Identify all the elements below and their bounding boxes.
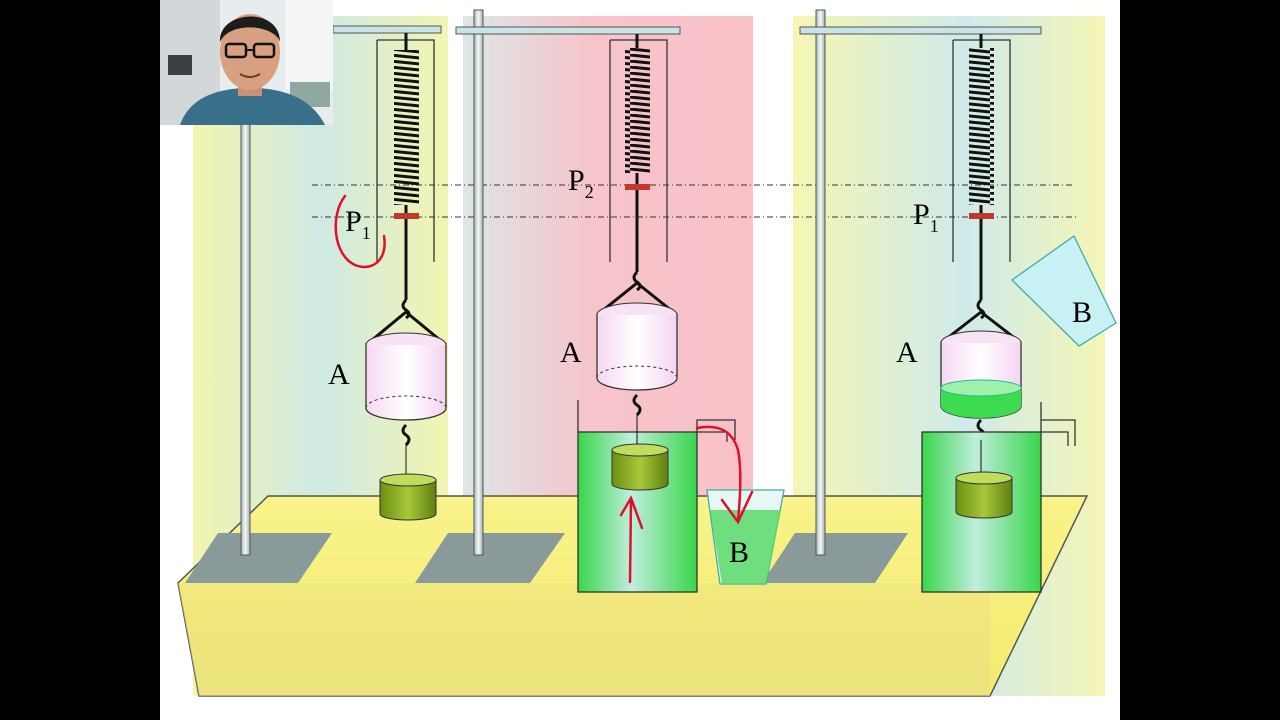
archimedes-experiment-diagram: A P1 B A P2 [177, 9, 1117, 697]
cup-a-label-3: A [896, 336, 918, 369]
cup-a-label-1: A [328, 358, 350, 391]
base-table-front [178, 583, 990, 696]
stand-arm-1 [332, 25, 442, 34]
spring-housing-2 [609, 39, 668, 262]
beaker-b-label-3: B [1072, 296, 1092, 329]
annotation-arrow-overflow [695, 425, 754, 525]
panel-1-apparatus: A P1 [240, 25, 447, 556]
spring-marker-3 [969, 213, 994, 219]
panel-3-apparatus: B A P1 [799, 9, 1117, 593]
stand-foot-1 [185, 533, 332, 583]
annotation-circle-p1 [334, 194, 386, 269]
weight-1 [379, 473, 437, 487]
weight-p2-label: P2 [568, 164, 594, 202]
weight-3 [955, 471, 1013, 485]
annotation-arrow-up [619, 495, 644, 584]
weight-p1-label-3: P1 [913, 198, 939, 236]
stand-rod-2 [473, 9, 484, 556]
stand-arm-3 [799, 26, 1042, 35]
stand-foot-2 [415, 533, 565, 583]
presenter-webcam [160, 0, 333, 125]
stand-rod-1 [240, 79, 251, 556]
spring-1 [394, 50, 419, 205]
weight-p1-label: P1 [345, 205, 371, 243]
stand-rod-3 [815, 9, 826, 556]
cup-a-2 [596, 315, 678, 391]
spring-marker-2 [625, 184, 650, 190]
spring-3 [969, 48, 994, 205]
panel-2-background [463, 16, 753, 496]
weight-2 [611, 443, 669, 457]
stand-foot-3 [762, 533, 908, 583]
presenter-video-icon [160, 0, 333, 125]
beaker-b-label-2: B [729, 536, 749, 569]
panel-2-apparatus: B A P2 [455, 9, 785, 593]
pouring-beaker-b [1010, 235, 1117, 347]
lesson-slide: A P1 B A P2 [160, 0, 1120, 720]
spring-2 [625, 48, 650, 173]
spring-marker-1 [394, 213, 419, 219]
spring-housing-3 [952, 39, 1011, 262]
cup-a-label-2: A [560, 336, 582, 369]
spring-housing-1 [376, 39, 435, 262]
cup-a-1 [365, 345, 447, 421]
stand-arm-2 [455, 26, 681, 35]
